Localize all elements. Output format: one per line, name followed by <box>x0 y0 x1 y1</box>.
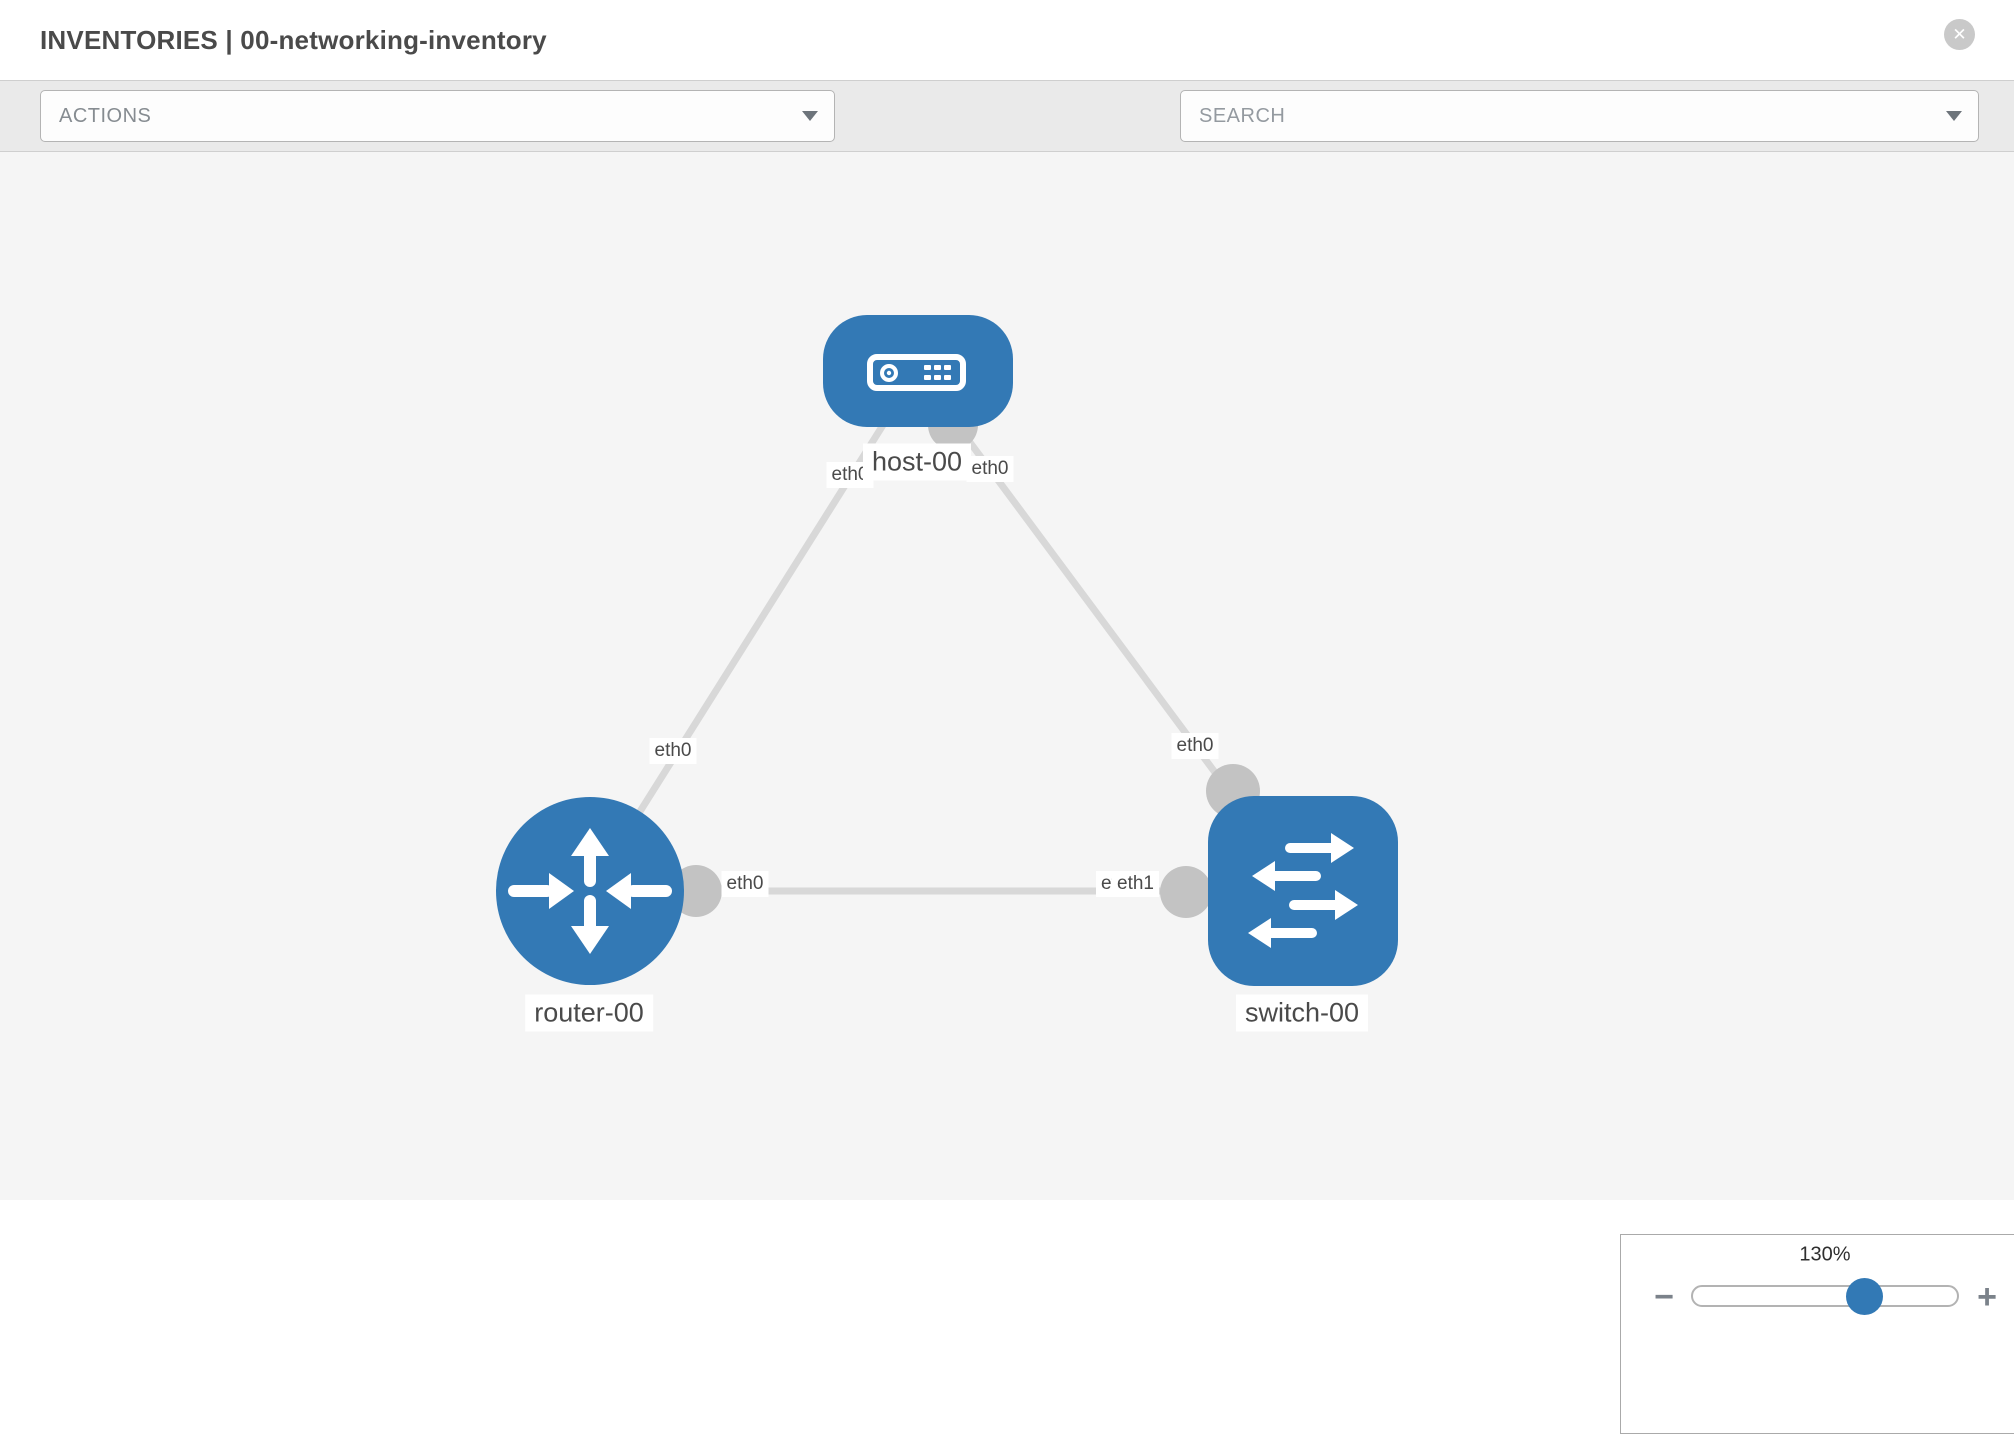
iface-label-router-switch-switch: eth1 <box>1112 871 1159 897</box>
iface-label-host-switch-host: eth0 <box>966 456 1014 482</box>
port-circle-switch-left <box>1160 866 1212 918</box>
zoom-slider-track[interactable] <box>1691 1285 1959 1307</box>
host-device-icon <box>867 354 966 391</box>
search-dropdown[interactable]: SEARCH <box>1180 90 1979 142</box>
actions-dropdown[interactable]: ACTIONS <box>40 90 835 142</box>
window-header: INVENTORIES | 00-networking-inventory ✕ <box>0 0 2014 80</box>
iface-label-router-switch-router: eth0 <box>721 871 769 897</box>
search-placeholder: SEARCH <box>1199 104 1286 127</box>
node-label-host: host-00 <box>862 443 972 481</box>
link-host-router[interactable] <box>587 369 920 893</box>
topology-canvas[interactable]: host-00 router-00 switch-00 eth0 eth0 et… <box>0 152 2014 1434</box>
zoom-out-button[interactable]: − <box>1654 1278 1674 1316</box>
node-label-router: router-00 <box>525 994 653 1032</box>
switch-arrows-icon <box>1248 833 1358 948</box>
chevron-down-icon <box>802 111 818 121</box>
router-arrows-icon <box>508 828 672 954</box>
zoom-in-button[interactable]: + <box>1977 1278 1997 1316</box>
zoom-slider-thumb[interactable] <box>1846 1278 1883 1315</box>
zoom-control-panel: 130% − + <box>1620 1234 2014 1434</box>
zoom-level-value: 130% <box>1799 1243 1851 1266</box>
close-glyph: ✕ <box>1952 24 1967 44</box>
page-title: INVENTORIES | 00-networking-inventory <box>40 24 547 55</box>
toolbar: ACTIONS SEARCH <box>0 80 2014 213</box>
node-router-00[interactable] <box>496 797 684 985</box>
chevron-down-icon <box>1946 111 1962 121</box>
node-host-00[interactable] <box>823 315 1013 427</box>
iface-label-host-switch-switch: eth0 <box>1171 733 1219 759</box>
node-switch-00[interactable] <box>1208 796 1398 986</box>
close-icon[interactable]: ✕ <box>1944 19 1975 50</box>
actions-dropdown-label: ACTIONS <box>59 104 152 127</box>
topology-svg <box>496 315 1398 986</box>
iface-label-host-router-router: eth0 <box>649 738 697 764</box>
node-label-switch: switch-00 <box>1235 994 1369 1032</box>
